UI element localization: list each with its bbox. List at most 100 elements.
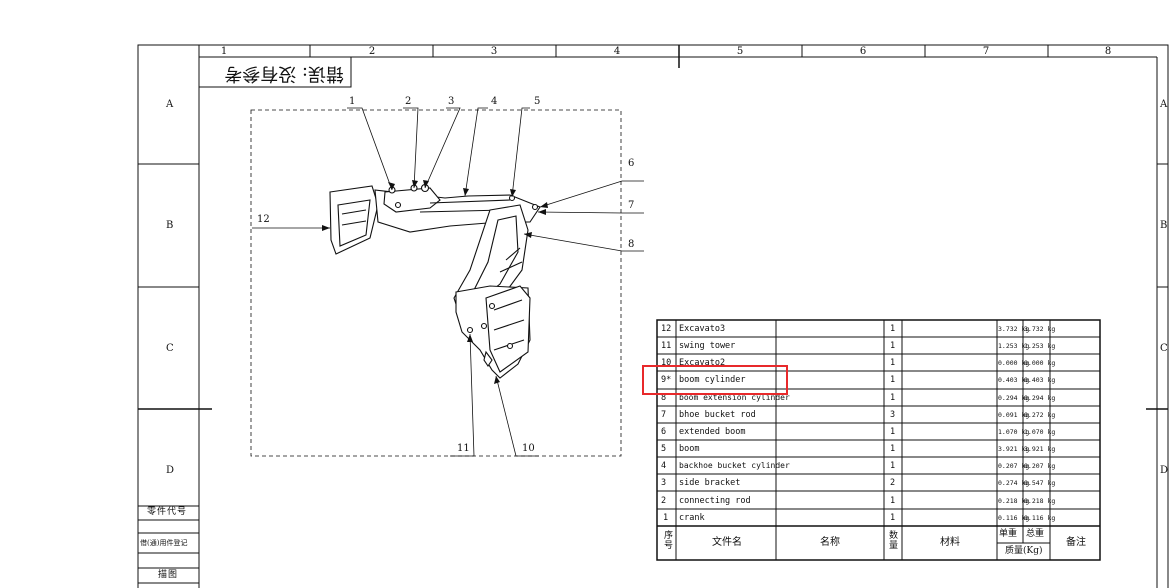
row-label-a-right: A: [1160, 99, 1168, 110]
callout-7: 7: [628, 200, 635, 211]
bom-no: 3: [661, 478, 667, 488]
bom-qty: 1: [890, 461, 896, 471]
bom-total-mass: 0.116 kg: [1024, 514, 1056, 522]
bom-no: 12: [661, 324, 672, 334]
bom-unit-mass: 1.070 kg: [998, 428, 1030, 436]
header-name: 名称: [820, 537, 840, 548]
bom-qty: 1: [890, 513, 896, 523]
row-label-a-left: A: [166, 99, 174, 110]
col-label-7: 7: [982, 46, 990, 57]
header-remarks: 备注: [1066, 537, 1086, 548]
bom-file: crank: [679, 513, 705, 523]
bom-unit-mass: 0.000 kg: [998, 359, 1030, 367]
col-label-6: 6: [859, 46, 867, 57]
bom-qty: 3: [890, 410, 896, 420]
bom-total-mass: 1.070 kg: [1024, 428, 1056, 436]
callout-4: 4: [491, 96, 498, 107]
header-mass: 质量(Kg): [1005, 546, 1043, 556]
bom-unit-mass: 0.091 kg: [998, 411, 1030, 419]
callout-1: 1: [349, 96, 356, 107]
bom-unit-mass: 0.116 kg: [998, 514, 1030, 522]
bom-unit-mass: 3.732 kg: [998, 325, 1030, 333]
bom-no: 9*: [661, 375, 672, 385]
header-qty: 数量: [887, 530, 897, 550]
header-unit-mass: 单重: [999, 529, 1018, 539]
bom-total-mass: 3.732 kg: [1024, 325, 1056, 333]
bom-total-mass: 0.294 kg: [1024, 394, 1056, 402]
callout-6: 6: [628, 158, 635, 169]
header-total-mass: 总重: [1026, 529, 1045, 539]
callout-2: 2: [405, 96, 412, 107]
excavator-assembly: [329, 183, 541, 379]
header-file: 文件名: [712, 537, 742, 548]
bom-total-mass: 0.403 kg: [1024, 376, 1056, 384]
bom-total-mass: 0.272 kg: [1024, 411, 1056, 419]
callout-12: 12: [257, 214, 270, 225]
bom-unit-mass: 0.218 kg: [998, 497, 1030, 505]
bom-total-mass: 0.218 kg: [1024, 497, 1056, 505]
callout-8: 8: [628, 239, 635, 250]
highlight-box: [642, 365, 788, 395]
bom-unit-mass: 3.921 kg: [998, 445, 1030, 453]
bom-qty: 1: [890, 375, 896, 385]
bom-file: boom: [679, 444, 700, 454]
row-label-d-left: D: [166, 465, 175, 476]
bom-file: Excavato2: [679, 358, 726, 368]
col-label-4: 4: [613, 46, 621, 57]
callout-3: 3: [448, 96, 455, 107]
bom-file: extended boom: [679, 427, 746, 437]
bom-qty: 1: [890, 393, 896, 403]
bom-unit-mass: 0.403 kg: [998, 376, 1030, 384]
col-label-3: 3: [490, 46, 498, 57]
bom-unit-mass: 0.207 kg: [998, 462, 1030, 470]
bom-no: 10: [661, 358, 672, 368]
bom-total-mass: 0.547 kg: [1024, 479, 1056, 487]
bom-no: 6: [661, 427, 667, 437]
bom-total-mass: 3.921 kg: [1024, 445, 1056, 453]
part-code-label: 零件代号: [147, 507, 188, 517]
bom-unit-mass: 0.274 kg: [998, 479, 1030, 487]
bom-qty: 1: [890, 444, 896, 454]
outer-frame: [137, 44, 1169, 588]
bom-no: 2: [661, 496, 667, 506]
leader-lines: [252, 107, 644, 457]
bom-file: Excavato3: [679, 324, 726, 334]
bom-file: connecting rod: [679, 496, 751, 506]
bom-qty: 1: [890, 341, 896, 351]
bom-total-mass: 0.000 kg: [1024, 359, 1056, 367]
col-label-8: 8: [1104, 46, 1112, 57]
row-label-c-right: C: [1160, 343, 1168, 354]
bom-file: swing tower: [679, 341, 736, 351]
bom-no: 5: [661, 444, 667, 454]
col-label-2: 2: [368, 46, 376, 57]
bom-file: backhoe bucket cylinder: [679, 461, 790, 470]
bom-no: 1: [663, 513, 669, 523]
bom-qty: 1: [890, 427, 896, 437]
row-label-c-left: C: [166, 343, 174, 354]
error-reference-label: 错误: 没有参考: [224, 63, 344, 84]
bom-grid: [656, 319, 1101, 561]
bom-total-mass: 1.253 kg: [1024, 342, 1056, 350]
bom-no: 11: [661, 341, 672, 351]
bom-file: boom cylinder: [679, 375, 746, 385]
bom-file: boom extension cylinder: [679, 393, 790, 402]
bom-no: 4: [661, 461, 667, 471]
col-label-5: 5: [736, 46, 744, 57]
bom-qty: 1: [890, 324, 896, 334]
callout-11: 11: [457, 443, 470, 454]
row-label-d-right: D: [1160, 465, 1169, 476]
bom-qty: 1: [890, 358, 896, 368]
view-boundary: [250, 109, 622, 457]
drawing-label: 描图: [158, 570, 179, 580]
bom-no: 7: [661, 410, 667, 420]
used-on-label: 借(通)用件登记: [140, 539, 188, 547]
col-label-1: 1: [220, 46, 228, 57]
bom-qty: 1: [890, 496, 896, 506]
bom-qty: 2: [890, 478, 896, 488]
bom-total-mass: 0.207 kg: [1024, 462, 1056, 470]
bom-file: bhoe bucket rod: [679, 410, 756, 420]
bom-unit-mass: 1.253 kg: [998, 342, 1030, 350]
callout-5: 5: [534, 96, 541, 107]
row-label-b-left: B: [166, 220, 174, 231]
